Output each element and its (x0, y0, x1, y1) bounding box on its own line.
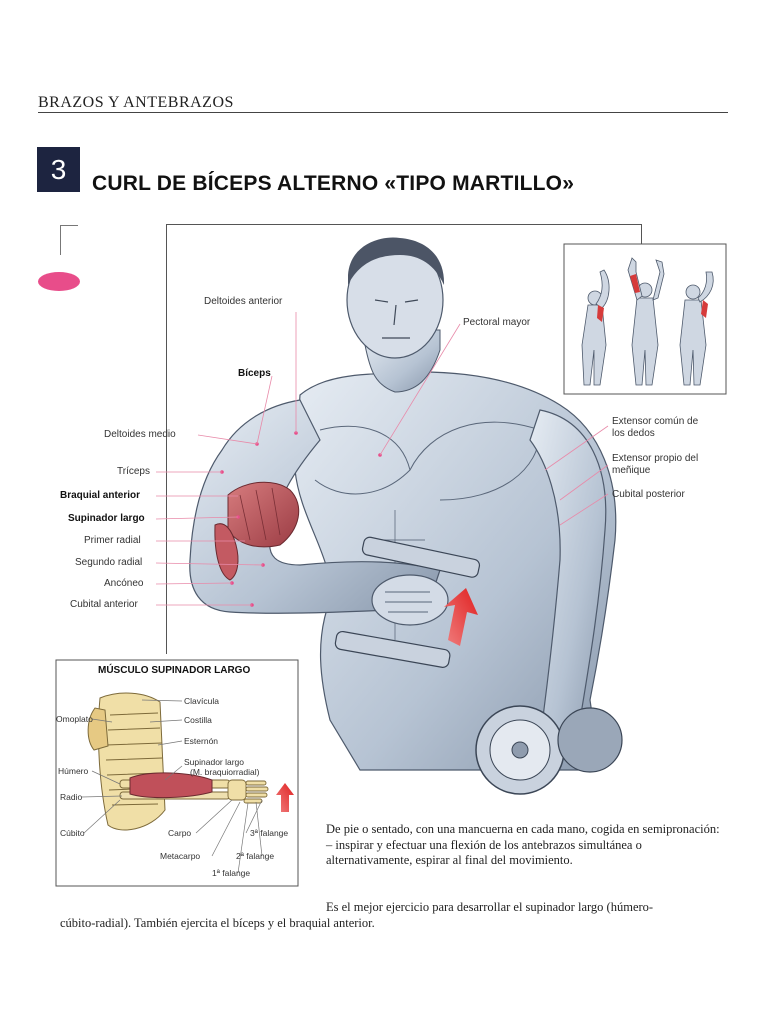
label-anconeo: Ancóneo (104, 578, 144, 589)
inset-label-carpo: Carpo (168, 828, 192, 838)
inset-label-metacarpo: Metacarpo (160, 851, 201, 861)
inset-label-esternon: Esternón (184, 736, 219, 746)
inset-title: MÚSCULO SUPINADOR LARGO (98, 665, 251, 676)
inset-label-supinador: Supinador largo (184, 757, 245, 767)
exercise-number: 3 (37, 147, 80, 192)
frame-right-line (641, 224, 642, 244)
pink-marker (38, 272, 80, 291)
label-biceps: Bíceps (238, 368, 271, 379)
inset-label-humero: Húmero (58, 766, 89, 776)
description-p3-rest: cúbito-radial). También ejercita el bíce… (60, 915, 375, 930)
description-p1: De pie o sentado, con una mancuerna en c… (326, 822, 720, 836)
inset-label-costilla: Costilla (184, 715, 212, 725)
side-tick (60, 225, 61, 255)
label-primer-radial: Primer radial (84, 535, 141, 546)
frame-top-line (166, 224, 642, 225)
description-p3-first: Es el mejor ejercicio para desarrollar e… (326, 900, 654, 914)
label-extensor-comun-text: Extensor común de los dedos (612, 416, 699, 439)
exercise-title: CURL DE BÍCEPS ALTERNO «TIPO MARTILLO» (92, 172, 575, 195)
inset-label-clavicula: Clavícula (184, 696, 219, 706)
label-extensor-comun: Extensor común de los dedos (612, 416, 712, 440)
label-braquial-anterior: Braquial anterior (60, 490, 141, 501)
label-cubital-anterior: Cubital anterior (70, 599, 138, 610)
section-rule (38, 112, 728, 113)
frame-left-line (166, 224, 167, 654)
label-extensor-propio: Extensor propio del meñique (612, 453, 702, 477)
description: De pie o sentado, con una mancuerna en c… (326, 822, 726, 869)
inset-label-cubito: Cúbito (60, 828, 85, 838)
description-p2: – inspirar y efectuar una flexión de los… (326, 837, 642, 868)
inset-label-radio: Radio (60, 792, 83, 802)
inset-label-omoplato: Omoplato (56, 714, 93, 724)
label-triceps: Tríceps (117, 466, 150, 477)
label-extensor-propio-text: Extensor propio del meñique (612, 453, 699, 476)
inset-label-falange1: 1ª falange (212, 868, 251, 878)
inset-label-falange2: 2ª falange (236, 851, 275, 861)
description-last: Es el mejor ejercicio para desarrollar e… (60, 900, 726, 931)
inset-label-falange3: 3ª falange (250, 828, 289, 838)
side-tick-horizontal (60, 225, 78, 226)
label-cubital-posterior: Cubital posterior (612, 489, 685, 500)
label-supinador-largo: Supinador largo (68, 513, 145, 524)
inset-label-supinador-sub: (M. braquiorradial) (190, 767, 260, 777)
label-deltoides-anterior: Deltoides anterior (204, 296, 283, 307)
section-title: BRAZOS Y ANTEBRAZOS (38, 94, 234, 111)
label-pectoral-mayor: Pectoral mayor (463, 317, 531, 328)
label-deltoides-medio: Deltoides medio (104, 429, 176, 440)
label-segundo-radial: Segundo radial (75, 557, 143, 568)
